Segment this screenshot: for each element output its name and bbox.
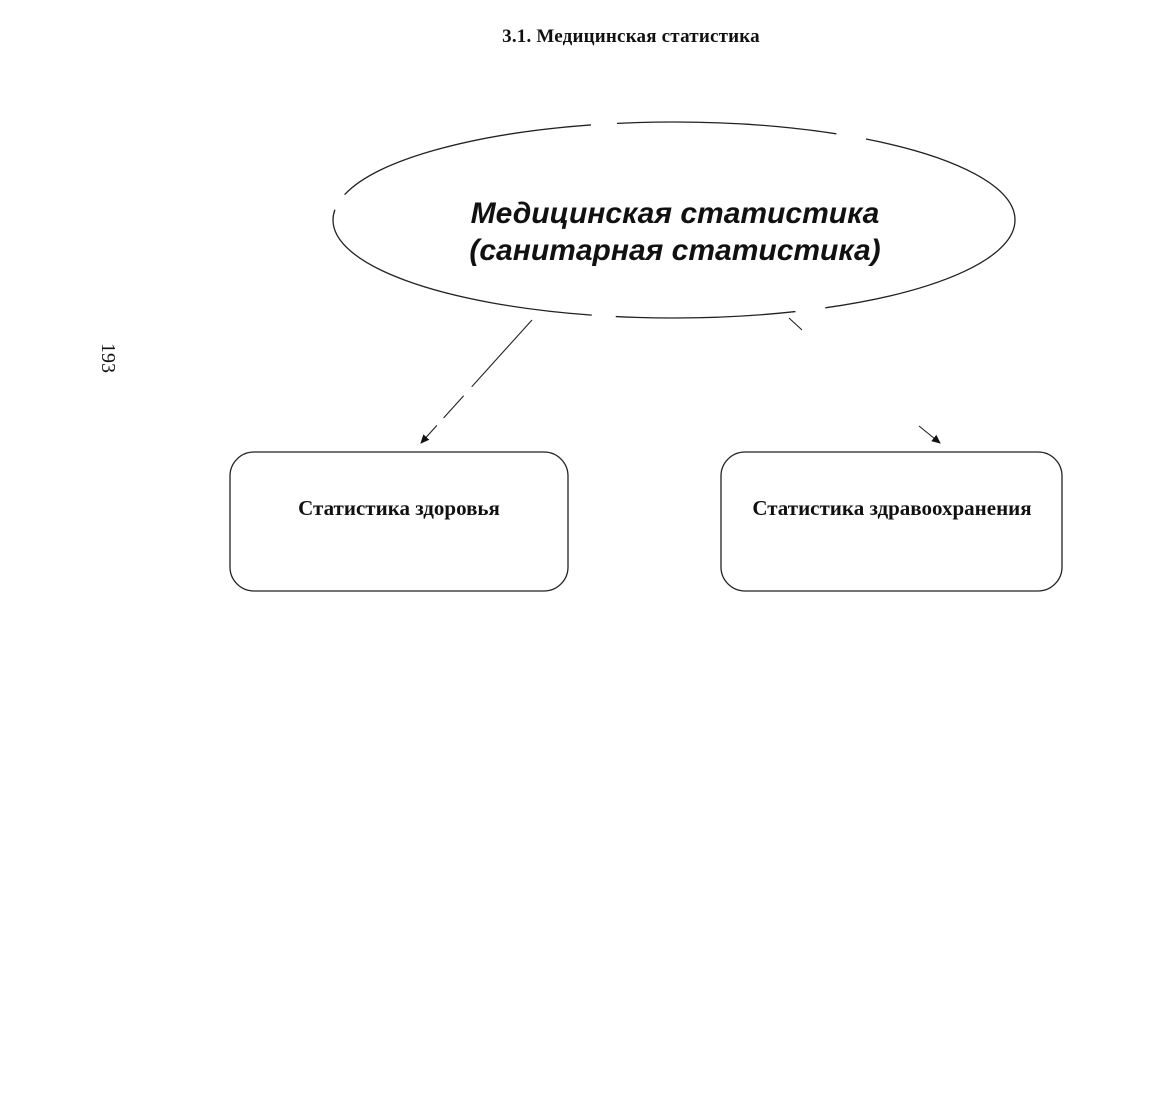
- root-node-label: Медицинская статистика (санитарная стати…: [410, 195, 940, 269]
- root-node-line1: Медицинская статистика: [470, 197, 880, 230]
- box-right-label: Статистика здравоохранения: [752, 496, 1032, 520]
- section-heading: 3.1. Медицинская статистика: [502, 26, 760, 47]
- root-ellipse: [332, 121, 1016, 319]
- root-node-line2: (санитарная статистика): [469, 234, 881, 267]
- box-left: [229, 451, 569, 592]
- box-right: [720, 451, 1063, 592]
- arrow-right-tail: [788, 317, 803, 331]
- arrow-right: [918, 425, 941, 444]
- box-left-label: Статистика здоровья: [298, 496, 500, 520]
- arrow-left: [420, 319, 533, 444]
